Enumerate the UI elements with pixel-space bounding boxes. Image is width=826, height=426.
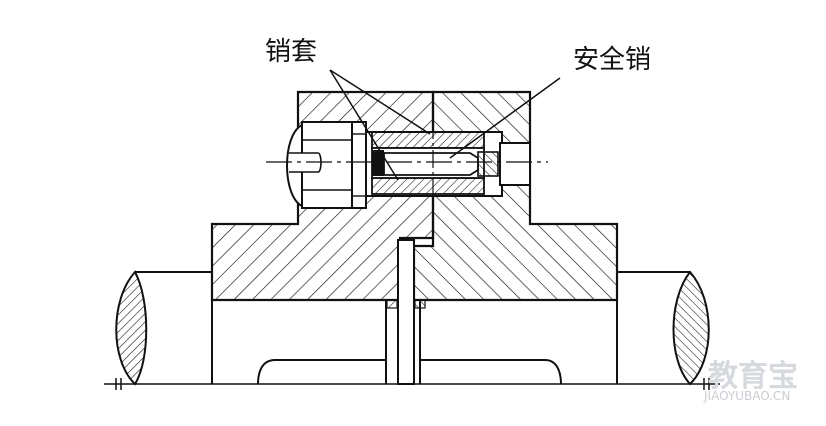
leader-lines — [329, 69, 561, 181]
watermark-logo-text: 教育宝 — [708, 359, 798, 394]
left-shaft — [104, 270, 212, 390]
watermark: 教育宝 JIAOYUBAO.CN — [703, 359, 798, 403]
right-shaft-break-section — [672, 270, 710, 386]
watermark-url: JIAOYUBAO.CN — [703, 389, 790, 403]
screw-head — [286, 121, 367, 209]
safety-pin-label: 安全销 — [573, 45, 651, 75]
pin-sleeve-label: 销套 — [265, 37, 317, 67]
safety-pin — [372, 150, 499, 177]
hub-body — [211, 239, 618, 385]
right-shaft — [617, 270, 720, 390]
left-shaft-break-section — [115, 270, 148, 386]
